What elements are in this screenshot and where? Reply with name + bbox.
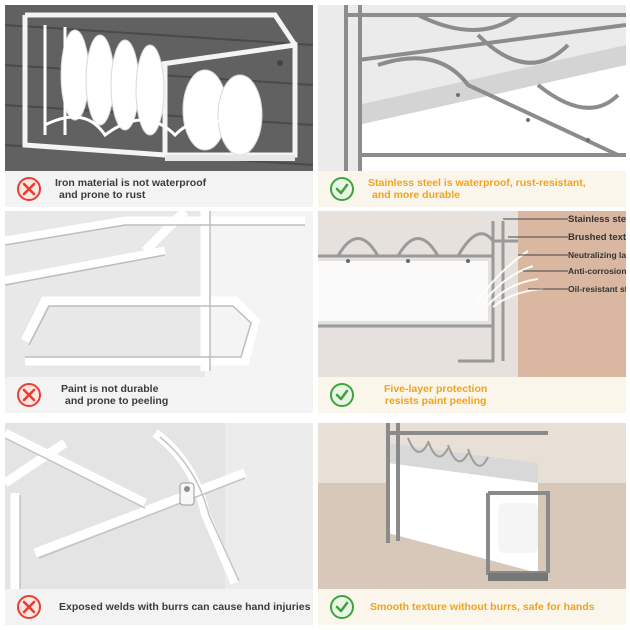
layer-label: Neutralizing layer xyxy=(568,250,626,260)
layer-label: Stainless steel xyxy=(568,214,626,225)
good-caption: Smooth texture without burrs, safe for h… xyxy=(318,589,626,625)
iron-rack-panel: Iron material is not waterproof and pron… xyxy=(5,5,313,207)
bad-caption: Iron material is not waterproof and pron… xyxy=(5,171,313,207)
good-caption-text: Stainless steel is waterproof, rust-resi… xyxy=(368,177,586,201)
five-layer-photo: Stainless steel Brushed texture Neutrali… xyxy=(318,211,626,377)
smooth-photo xyxy=(318,423,626,589)
good-caption-text: Smooth texture without burrs, safe for h… xyxy=(370,601,595,613)
smooth-panel: Smooth texture without burrs, safe for h… xyxy=(318,423,626,625)
stainless-rack-photo xyxy=(318,5,626,171)
good-caption: Five-layer protection resists paint peel… xyxy=(318,377,626,413)
layer-label: Brushed texture xyxy=(568,232,626,243)
bad-caption-text: Paint is not durable and prone to peelin… xyxy=(61,383,169,407)
iron-rack-photo xyxy=(5,5,313,171)
bad-caption: Paint is not durable and prone to peelin… xyxy=(5,377,313,413)
layer-label: Oil-resistant stain-resistant xyxy=(568,284,626,294)
welds-photo xyxy=(5,423,313,589)
check-icon xyxy=(330,177,354,201)
bad-caption: Exposed welds with burrs can cause hand … xyxy=(5,589,313,625)
check-icon xyxy=(330,595,354,619)
painted-rack-photo xyxy=(5,211,313,377)
stainless-rack-panel: Stainless steel is waterproof, rust-resi… xyxy=(318,5,626,207)
cross-icon xyxy=(17,383,41,407)
five-layer-panel: Stainless steel Brushed texture Neutrali… xyxy=(318,211,626,413)
good-caption: Stainless steel is waterproof, rust-resi… xyxy=(318,171,626,207)
layer-label: Anti-corrosion layer xyxy=(568,266,626,276)
welds-panel: Exposed welds with burrs can cause hand … xyxy=(5,423,313,625)
cross-icon xyxy=(17,595,41,619)
good-caption-text: Five-layer protection resists paint peel… xyxy=(384,383,488,407)
bad-caption-text: Exposed welds with burrs can cause hand … xyxy=(59,601,311,613)
painted-rack-panel: Paint is not durable and prone to peelin… xyxy=(5,211,313,413)
bad-caption-text: Iron material is not waterproof and pron… xyxy=(55,177,207,201)
check-icon xyxy=(330,383,354,407)
cross-icon xyxy=(17,177,41,201)
